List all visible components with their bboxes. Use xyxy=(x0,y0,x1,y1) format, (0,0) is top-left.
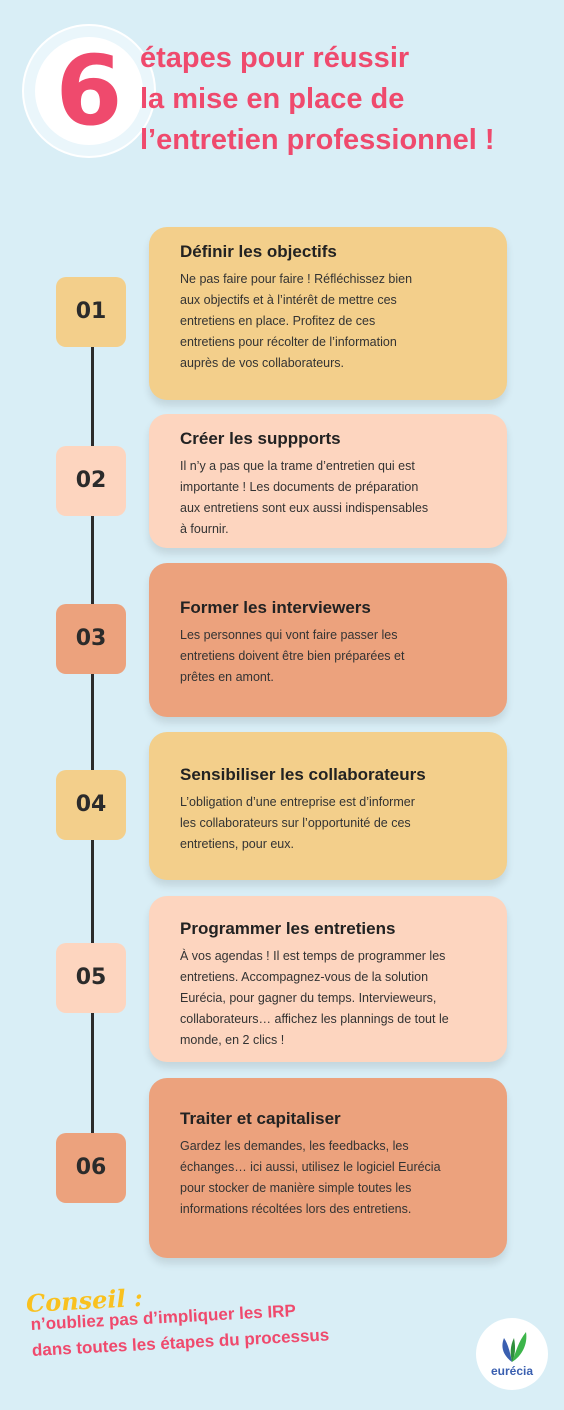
step-number-badge-05: 05 xyxy=(56,943,126,1013)
step-title: Traiter et capitaliser xyxy=(180,1109,341,1128)
description-line: à fournir. xyxy=(180,522,229,536)
step-description: Les personnes qui vont faire passer les … xyxy=(180,625,487,688)
page-title: étapes pour réussir la mise en place de … xyxy=(140,38,560,161)
step-card-02: Créer les suppports Il n’y a pas que la … xyxy=(149,414,507,548)
description-line: À vos agendas ! Il est temps de programm… xyxy=(180,949,446,963)
step-title: Définir les objectifs xyxy=(180,242,337,261)
step-description: Il n’y a pas que la trame d’entretien qu… xyxy=(180,456,487,540)
step-title: Former les interviewers xyxy=(180,598,371,617)
eurecia-logo: eurécia xyxy=(476,1318,548,1390)
description-line: importante ! Les documents de préparatio… xyxy=(180,480,419,494)
description-line: collaborateurs… affichez les plannings d… xyxy=(180,1012,449,1026)
description-line: entretiens en place. Profitez de ces xyxy=(180,314,376,328)
step-title: Créer les suppports xyxy=(180,429,341,448)
description-line: entretiens. Accompagnez-vous de la solut… xyxy=(180,970,429,984)
description-line: échanges… ici aussi, utilisez le logicie… xyxy=(180,1160,441,1174)
title-line: la mise en place de xyxy=(140,83,405,115)
step-card-04: Sensibiliser les collaborateurs L’obliga… xyxy=(149,732,507,880)
step-number-badge-01: 01 xyxy=(56,277,126,347)
step-title: Programmer les entretiens xyxy=(180,919,396,938)
description-line: Gardez les demandes, les feedbacks, les xyxy=(180,1139,409,1153)
number-circle-inner xyxy=(35,37,143,145)
description-line: aux entretiens sont eux aussi indispensa… xyxy=(180,501,429,515)
header-number: 6 xyxy=(55,35,123,147)
step-number-badge-06: 06 xyxy=(56,1133,126,1203)
description-line: entretiens doivent être bien préparées e… xyxy=(180,649,405,663)
description-line: Il n’y a pas que la trame d’entretien qu… xyxy=(180,459,415,473)
step-title: Sensibiliser les collaborateurs xyxy=(180,765,426,784)
description-line: Les personnes qui vont faire passer les xyxy=(180,628,398,642)
step-card-01: Définir les objectifs Ne pas faire pour … xyxy=(149,227,507,400)
eurecia-leaf-icon xyxy=(502,1332,527,1362)
description-line: entretiens pour récolter de l’informatio… xyxy=(180,335,397,349)
description-line: prêtes en amont. xyxy=(180,670,274,684)
step-card-03: Former les interviewers Les personnes qu… xyxy=(149,563,507,717)
timeline-line xyxy=(91,300,94,1170)
description-line: Ne pas faire pour faire ! Réfléchissez b… xyxy=(180,272,413,286)
description-line: les collaborateurs sur l’opportunité de … xyxy=(180,816,411,830)
step-card-05: Programmer les entretiens À vos agendas … xyxy=(149,896,507,1062)
description-line: informations récoltées lors des entretie… xyxy=(180,1202,412,1216)
step-description: L’obligation d’une entreprise est d’info… xyxy=(180,792,487,855)
step-description: Gardez les demandes, les feedbacks, les … xyxy=(180,1136,487,1220)
description-line: entretiens, pour eux. xyxy=(180,837,294,851)
logo-text: eurécia xyxy=(490,1364,534,1378)
step-card-06: Traiter et capitaliser Gardez les demand… xyxy=(149,1078,507,1258)
description-line: L’obligation d’une entreprise est d’info… xyxy=(180,795,415,809)
step-description: À vos agendas ! Il est temps de programm… xyxy=(180,946,487,1051)
header: 6 étapes pour réussir la mise en place d… xyxy=(0,0,564,200)
title-line: étapes pour réussir xyxy=(140,42,410,74)
step-number-badge-04: 04 xyxy=(56,770,126,840)
title-line: l’entretien professionnel ! xyxy=(140,124,495,156)
description-line: monde, en 2 clics ! xyxy=(180,1033,285,1047)
description-line: aux objectifs et à l’intérêt de mettre c… xyxy=(180,293,397,307)
description-line: Eurécia, pour gagner du temps. Interview… xyxy=(180,991,437,1005)
step-number-badge-02: 02 xyxy=(56,446,126,516)
step-description: Ne pas faire pour faire ! Réfléchissez b… xyxy=(180,269,487,374)
step-number-badge-03: 03 xyxy=(56,604,126,674)
description-line: auprès de vos collaborateurs. xyxy=(180,356,344,370)
description-line: pour stocker de manière simple toutes le… xyxy=(180,1181,412,1195)
